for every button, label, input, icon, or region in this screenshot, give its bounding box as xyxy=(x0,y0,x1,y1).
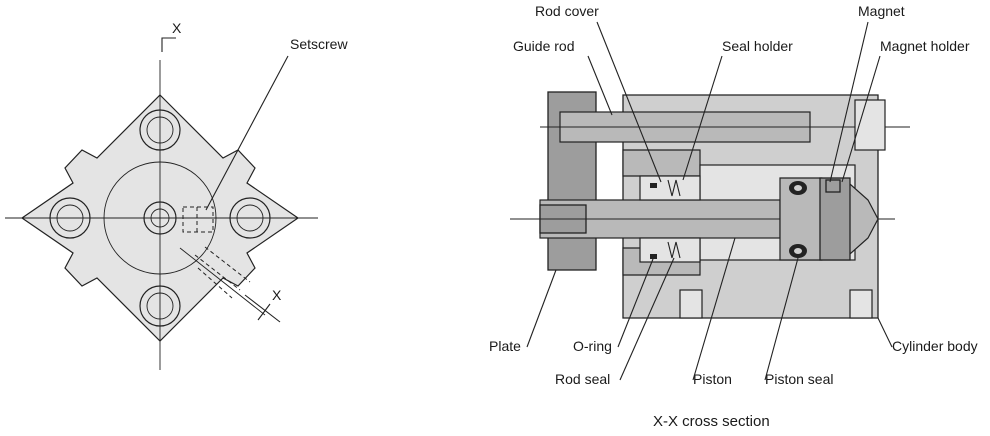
label-seal-holder: Seal holder xyxy=(722,38,793,54)
label-plate: Plate xyxy=(489,338,521,354)
label-o-ring: O-ring xyxy=(573,338,612,354)
cross-section-view: Rod cover Guide rod Seal holder Magnet M… xyxy=(489,3,978,430)
magnet xyxy=(825,179,841,193)
label-cylinder-body: Cylinder body xyxy=(892,338,978,354)
label-guide-rod: Guide rod xyxy=(513,38,574,54)
rod-seal xyxy=(667,179,681,259)
port-right xyxy=(849,289,873,319)
label-magnet-holder: Magnet holder xyxy=(880,38,970,54)
label-piston-seal: Piston seal xyxy=(765,371,833,387)
label-piston: Piston xyxy=(693,371,732,387)
label-rod-seal: Rod seal xyxy=(555,371,610,387)
section-mark-bottom: X xyxy=(272,287,282,303)
o-ring xyxy=(650,183,657,188)
front-view: X X Setscrew xyxy=(5,20,348,370)
setscrew-hidden xyxy=(182,206,214,233)
label-rod-cover: Rod cover xyxy=(535,3,599,19)
label-magnet: Magnet xyxy=(858,3,905,19)
label-setscrew: Setscrew xyxy=(290,36,348,52)
port-left xyxy=(679,289,703,319)
section-caption: X-X cross section xyxy=(653,413,770,430)
section-mark-top: X xyxy=(172,20,182,36)
